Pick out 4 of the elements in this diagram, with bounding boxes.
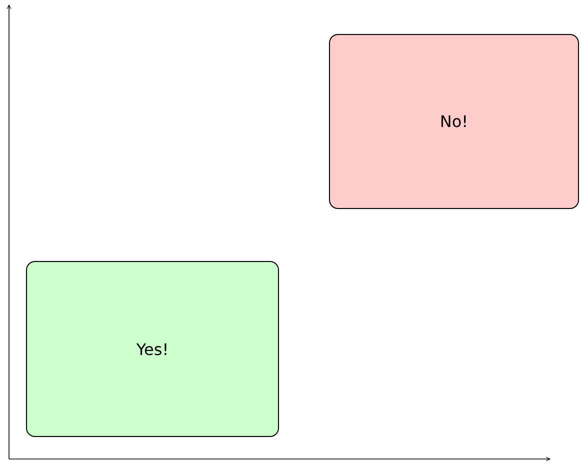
rounded-box: [26, 261, 279, 437]
rounded-box: [329, 34, 579, 209]
box-label: Yes!: [136, 340, 169, 358]
box-label: No!: [440, 112, 468, 131]
